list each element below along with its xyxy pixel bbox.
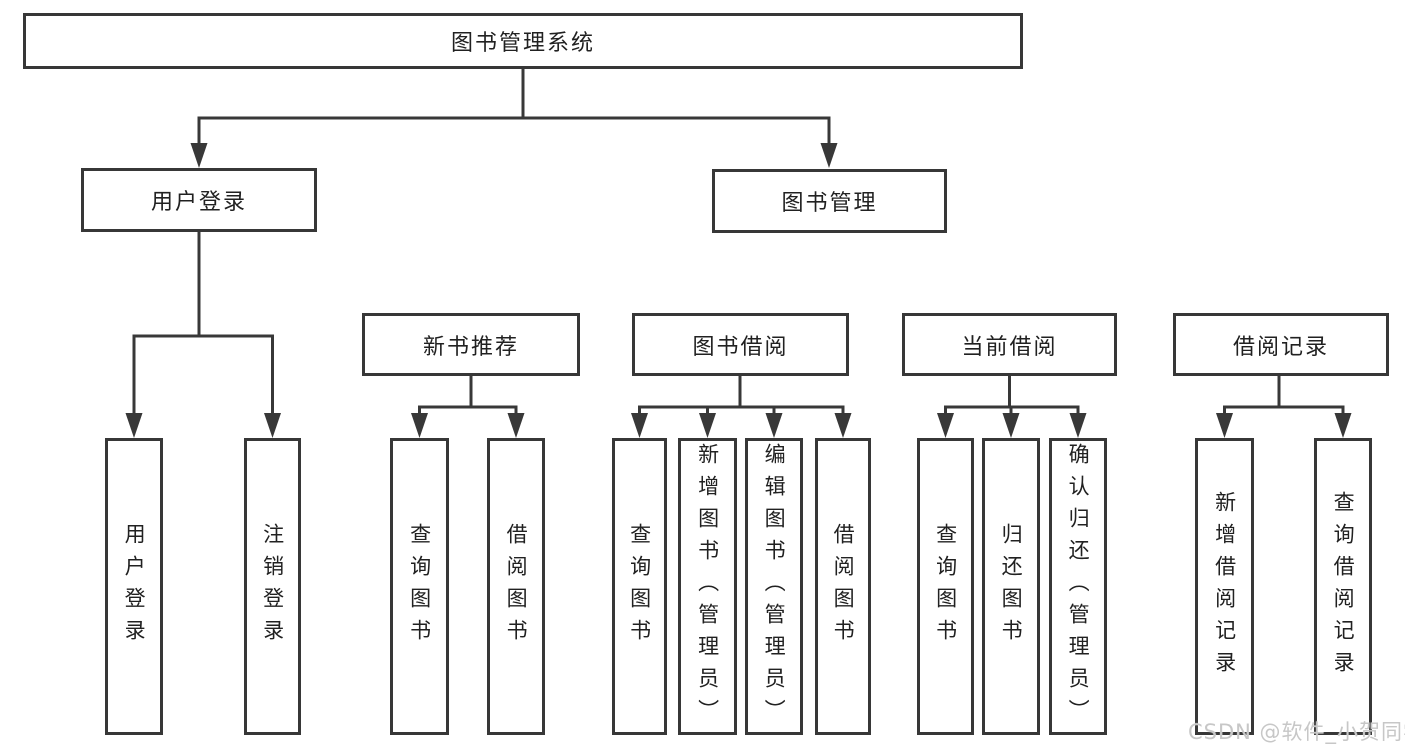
node-leaf-borrow-book-rec: 借阅图书 bbox=[487, 438, 545, 735]
node-leaf-add-book-admin: 新增图书（管理员） bbox=[678, 438, 737, 735]
node-user-login: 用户登录 bbox=[81, 168, 317, 232]
node-label-leaf-query-book-borrow: 查询图书 bbox=[627, 522, 652, 651]
node-label-user-login: 用户登录 bbox=[150, 190, 247, 215]
node-leaf-return-book: 归还图书 bbox=[982, 438, 1040, 735]
node-label-leaf-borrow-book: 借阅图书 bbox=[831, 522, 856, 651]
arrowhead-icon bbox=[507, 413, 525, 438]
arrowhead-icon bbox=[834, 413, 852, 438]
node-leaf-edit-book-admin: 编辑图书（管理员） bbox=[745, 438, 803, 735]
node-label-leaf-logout: 注销登录 bbox=[260, 522, 285, 651]
node-book-borrow: 图书借阅 bbox=[632, 313, 849, 376]
node-label-root: 图书管理系统 bbox=[450, 31, 595, 56]
node-label-leaf-return-book: 归还图书 bbox=[999, 522, 1024, 651]
node-leaf-query-book-rec: 查询图书 bbox=[390, 438, 449, 735]
arrowhead-icon bbox=[699, 413, 716, 438]
arrowhead-icon bbox=[765, 413, 783, 438]
node-label-leaf-add-book-admin: 新增图书（管理员） bbox=[695, 442, 720, 731]
node-book-mgmt: 图书管理 bbox=[712, 169, 947, 233]
node-leaf-confirm-return-admin: 确认归还（管理员） bbox=[1049, 438, 1107, 735]
arrowhead-icon bbox=[411, 413, 428, 438]
node-label-borrow-record: 借阅记录 bbox=[1232, 334, 1329, 360]
arrowhead-icon bbox=[264, 413, 281, 438]
node-root: 图书管理系统 bbox=[23, 13, 1023, 69]
arrowhead-icon bbox=[937, 413, 954, 438]
arrowhead-icon bbox=[820, 143, 838, 168]
node-label-current-borrow: 当前借阅 bbox=[961, 334, 1058, 360]
node-label-book-borrow: 图书借阅 bbox=[692, 334, 789, 360]
node-label-leaf-borrow-book-rec: 借阅图书 bbox=[504, 522, 529, 651]
arrowhead-icon bbox=[190, 143, 208, 168]
arrowhead-icon bbox=[1334, 413, 1352, 438]
node-label-leaf-user-login: 用户登录 bbox=[122, 522, 147, 651]
node-label-book-mgmt: 图书管理 bbox=[781, 191, 878, 216]
node-current-borrow: 当前借阅 bbox=[902, 313, 1117, 376]
node-leaf-logout: 注销登录 bbox=[244, 438, 301, 735]
csdn-watermark: CSDN @软件_小贺同学 bbox=[1188, 720, 1405, 744]
node-leaf-query-book-borrow: 查询图书 bbox=[612, 438, 667, 735]
node-label-leaf-confirm-return-admin: 确认归还（管理员） bbox=[1066, 442, 1091, 731]
arrowhead-icon bbox=[631, 413, 648, 438]
node-label-leaf-edit-book-admin: 编辑图书（管理员） bbox=[762, 442, 787, 731]
node-new-book-rec: 新书推荐 bbox=[362, 313, 580, 376]
node-label-leaf-query-book-current: 查询图书 bbox=[933, 522, 958, 651]
node-label-leaf-query-borrow-record: 查询借阅记录 bbox=[1331, 490, 1356, 683]
node-label-leaf-query-book-rec: 查询图书 bbox=[407, 522, 432, 651]
node-leaf-borrow-book: 借阅图书 bbox=[815, 438, 871, 735]
arrowhead-icon bbox=[1002, 413, 1020, 438]
arrowhead-icon bbox=[1216, 413, 1233, 438]
arrowhead-icon bbox=[1069, 413, 1087, 438]
node-leaf-query-book-current: 查询图书 bbox=[917, 438, 974, 735]
node-borrow-record: 借阅记录 bbox=[1173, 313, 1389, 376]
arrowhead-icon bbox=[125, 413, 143, 438]
node-label-leaf-add-borrow-record: 新增借阅记录 bbox=[1212, 490, 1237, 683]
node-label-new-book-rec: 新书推荐 bbox=[422, 334, 519, 360]
node-leaf-query-borrow-record: 查询借阅记录 bbox=[1314, 438, 1372, 735]
node-leaf-user-login: 用户登录 bbox=[105, 438, 163, 735]
node-leaf-add-borrow-record: 新增借阅记录 bbox=[1195, 438, 1254, 735]
